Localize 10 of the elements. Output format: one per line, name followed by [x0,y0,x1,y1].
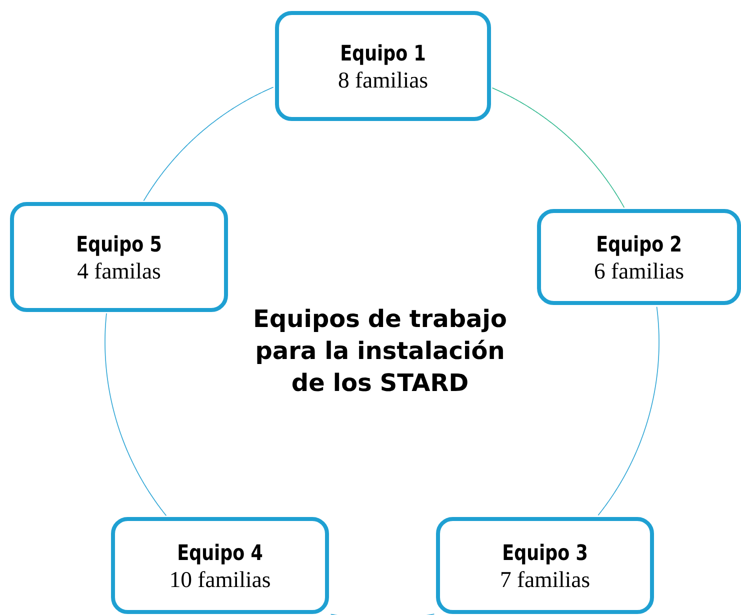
team-box: Equipo 4 10 familias [111,516,329,614]
connector-arc [492,88,625,208]
team-box: Equipo 2 6 familias [537,209,741,305]
connector-arc [104,312,167,516]
team-box: Equipo 1 8 familias [275,11,491,121]
center-title: Equipos de trabajo para la instalación de los STARD [255,308,506,392]
team-box: Equipo 5 4 familas [10,202,228,312]
team-box: Equipo 3 7 familias [436,516,654,614]
connector-arc [598,306,660,516]
connector-arc [143,86,274,202]
